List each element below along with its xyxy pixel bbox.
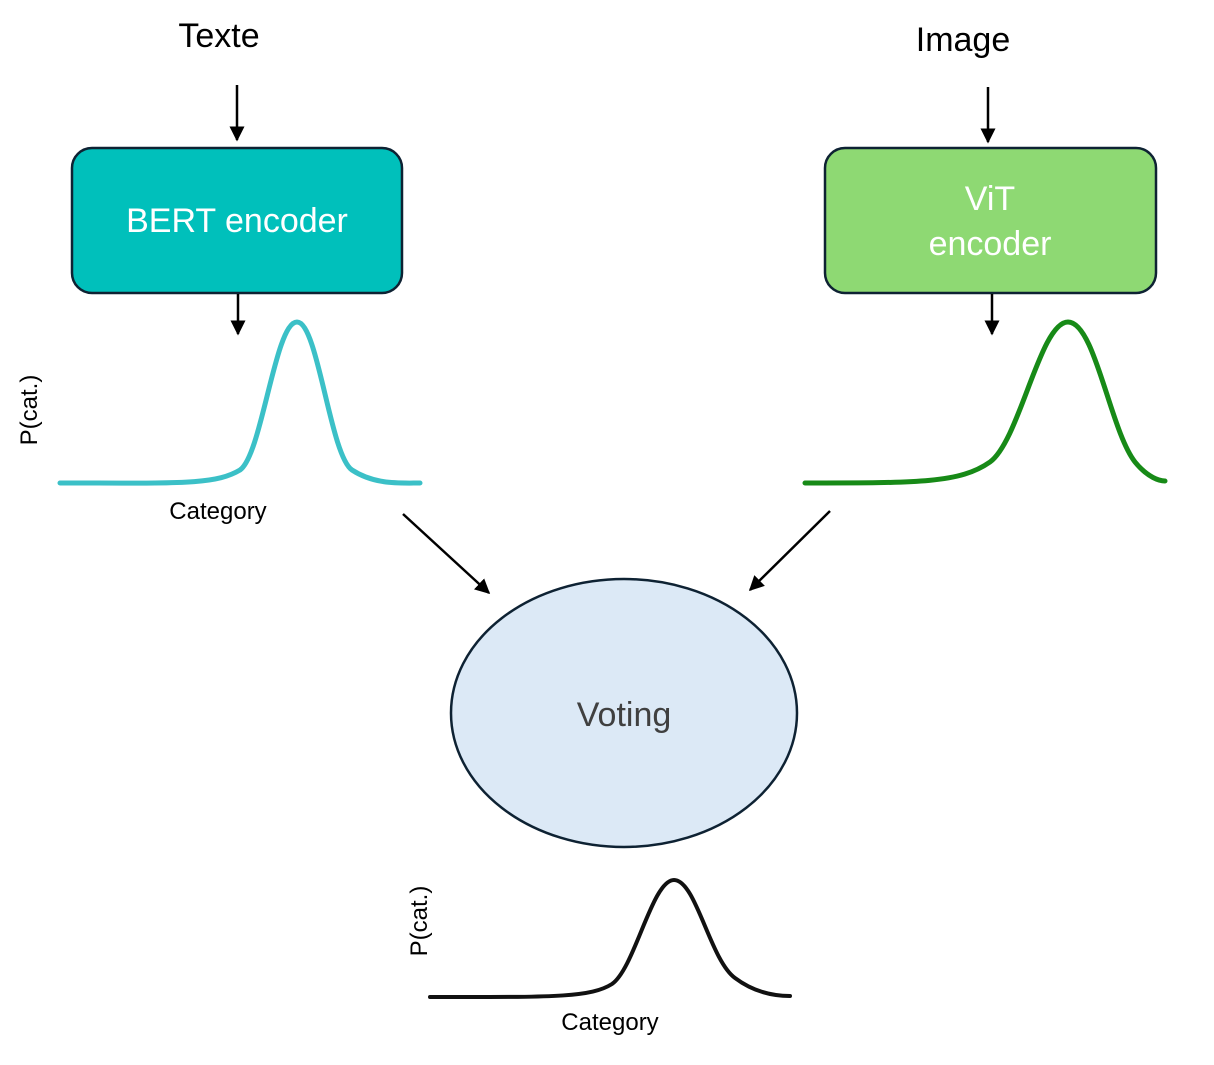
vit-encoder-label-line2: encoder xyxy=(929,225,1052,263)
vote-distribution-ylabel: P(cat.) xyxy=(406,886,433,957)
vit-encoder-box: ViT encoder xyxy=(823,146,1158,295)
vote-distribution-xlabel: Category xyxy=(561,1009,658,1036)
image-distribution-curve xyxy=(802,319,1168,486)
voting-shape xyxy=(449,577,799,849)
text-distribution-curve xyxy=(57,319,423,486)
voting-label: Voting xyxy=(577,696,672,734)
text-distribution-ylabel: P(cat.) xyxy=(16,375,43,446)
image-to-voting-arrow xyxy=(748,510,831,592)
vote-distribution-curve xyxy=(428,877,792,1000)
vit-encoder-label-line1: ViT xyxy=(965,180,1015,218)
vit-encoder-shape xyxy=(823,146,1158,295)
text-input-label: Texte xyxy=(178,17,259,55)
bert-encoder-shape xyxy=(70,146,404,295)
bert-encoder-label: BERT encoder xyxy=(126,202,348,240)
text-to-voting-arrow xyxy=(402,513,491,595)
voting-node: Voting xyxy=(449,577,799,849)
bert-encoder-box: BERT encoder xyxy=(70,146,404,295)
image-input-label: Image xyxy=(916,21,1011,59)
text-distribution-xlabel: Category xyxy=(169,498,266,525)
